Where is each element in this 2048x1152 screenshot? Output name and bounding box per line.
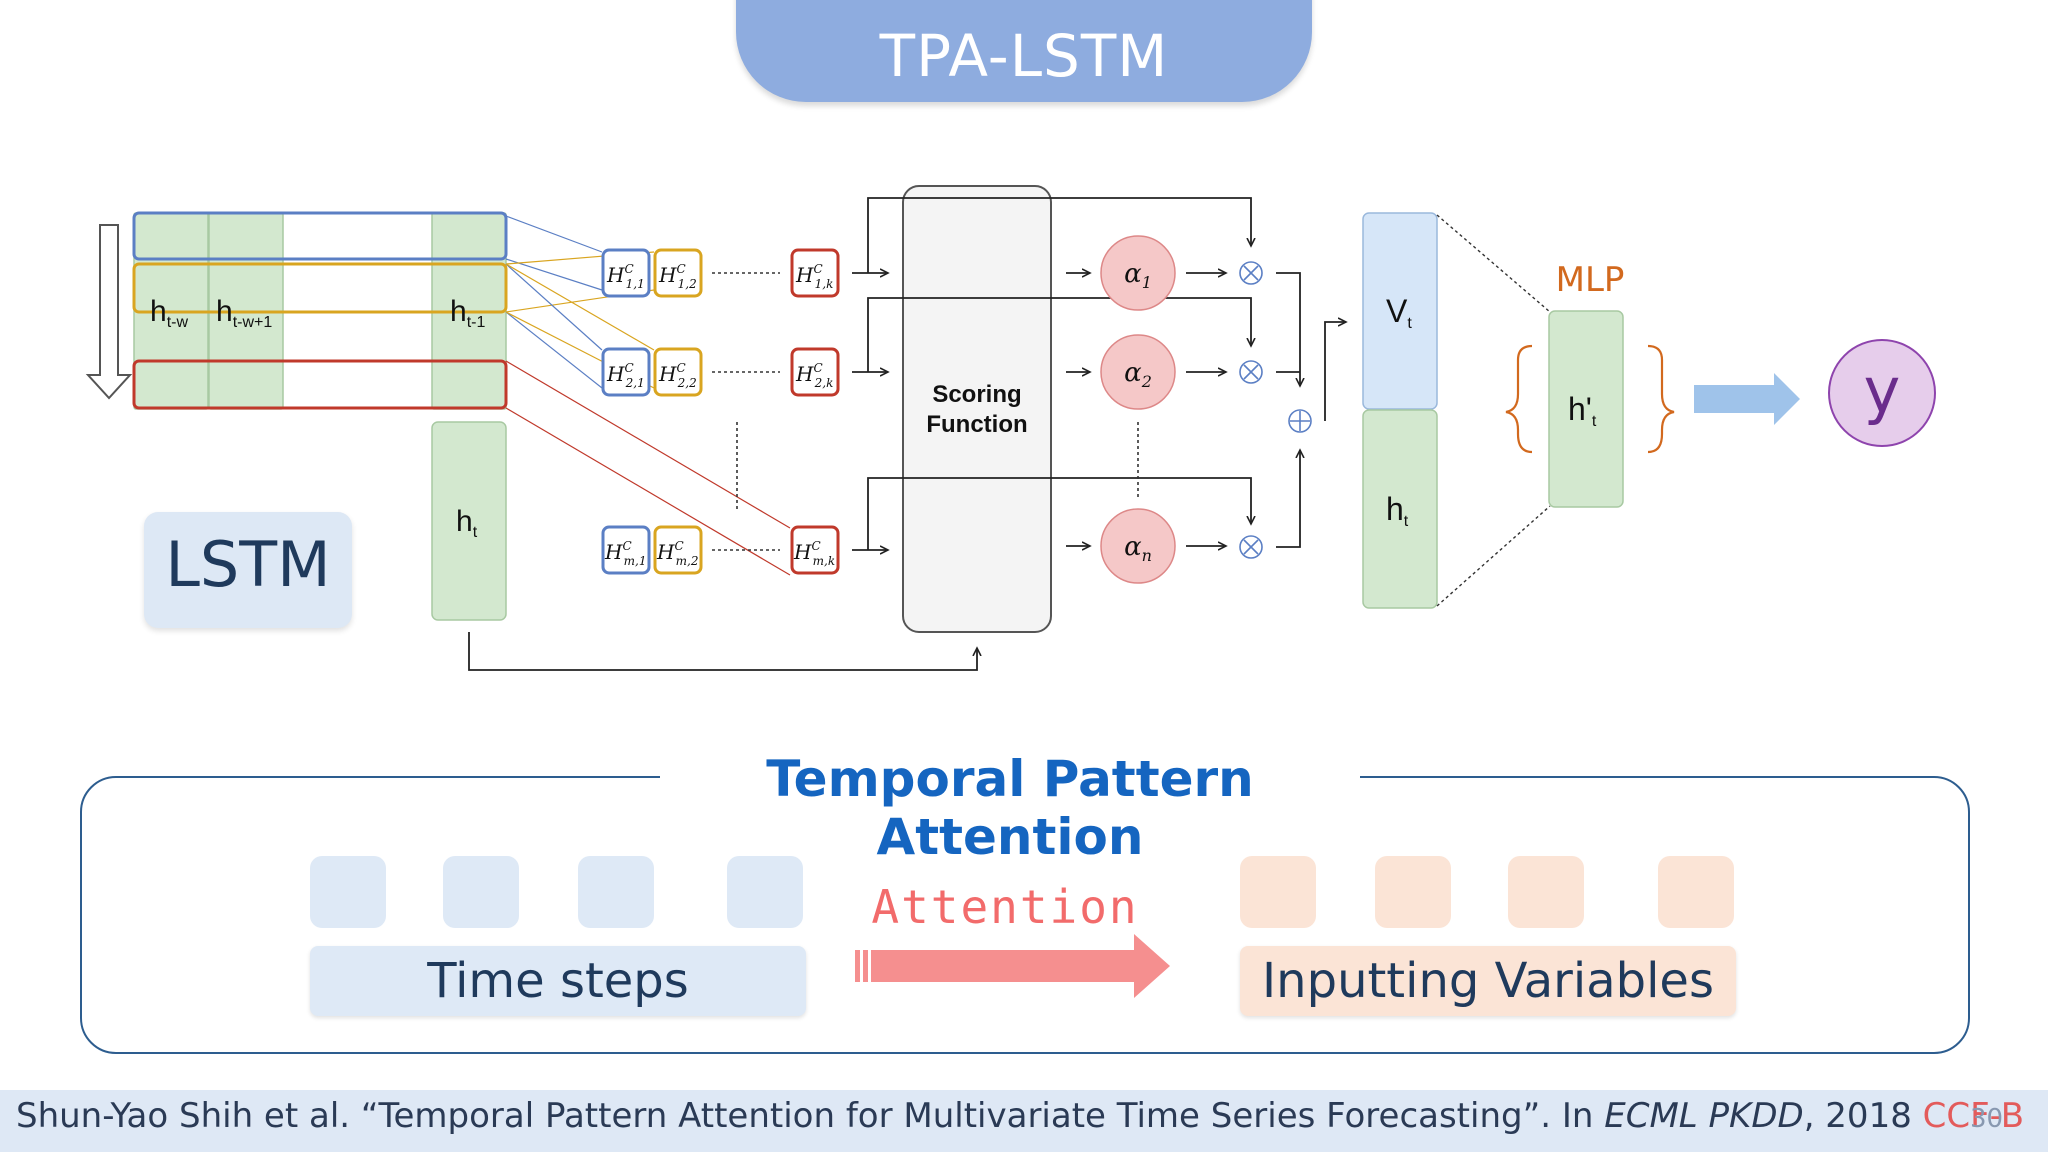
mlp-left-brace bbox=[1505, 344, 1533, 454]
conv-feature-row-1 bbox=[601, 248, 840, 298]
scoring-function-label-1: Scoring bbox=[932, 381, 1021, 408]
output-label: y bbox=[1864, 354, 1901, 427]
current-hidden-state bbox=[431, 421, 507, 621]
hidden-vector-label: ht bbox=[1386, 491, 1409, 530]
conv-feature-row-2 bbox=[601, 347, 840, 397]
alpha-n-label: αn bbox=[1124, 532, 1152, 565]
alpha-2-circle bbox=[1100, 334, 1176, 410]
output-circle bbox=[1828, 339, 1936, 447]
variable-square bbox=[1240, 856, 1316, 928]
context-vector-label: Vt bbox=[1386, 293, 1412, 332]
inputting-variables-bar: Inputting Variables bbox=[1240, 946, 1736, 1016]
row-red bbox=[132, 359, 508, 410]
attention-label: Attention bbox=[871, 880, 1139, 934]
alpha-n-circle bbox=[1100, 508, 1176, 584]
variable-square bbox=[1658, 856, 1734, 928]
alpha-1-circle bbox=[1100, 235, 1176, 311]
page-number: 30 bbox=[1970, 1104, 2004, 1134]
alpha-2-label: α2 bbox=[1124, 358, 1152, 391]
attention-arrow bbox=[855, 934, 1170, 998]
row-yellow bbox=[132, 262, 508, 314]
footer-bar bbox=[0, 1090, 2048, 1152]
alpha-1-label: α1 bbox=[1124, 259, 1152, 292]
slide-title: TPA-LSTM bbox=[879, 22, 1169, 90]
context-vector-box bbox=[1362, 212, 1438, 410]
scoring-function-box bbox=[902, 185, 1052, 633]
h-label-t-w: ht-w bbox=[150, 295, 188, 331]
mlp-hidden-box bbox=[1548, 310, 1624, 508]
time-direction-arrow bbox=[85, 224, 133, 400]
hidden-vector-box bbox=[1362, 409, 1438, 609]
h-label-t-w1: ht-w+1 bbox=[216, 295, 272, 331]
output-arrow bbox=[1694, 373, 1800, 425]
variable-square bbox=[1508, 856, 1584, 928]
variable-square bbox=[1375, 856, 1451, 928]
time-steps-bar: Time steps bbox=[310, 946, 806, 1016]
citation-year: , 2018 bbox=[1803, 1096, 1923, 1136]
time-step-square bbox=[578, 856, 654, 928]
time-step-square bbox=[310, 856, 386, 928]
time-step-square bbox=[443, 856, 519, 928]
conv-feature-row-m bbox=[601, 525, 840, 575]
citation-venue: ECML PKDD bbox=[1604, 1096, 1804, 1136]
mlp-hidden-label: h't bbox=[1568, 391, 1597, 430]
row-blue bbox=[132, 211, 508, 261]
mlp-label: MLP bbox=[1556, 260, 1625, 300]
lstm-box bbox=[144, 512, 352, 628]
h-label-t-1: ht-1 bbox=[450, 295, 485, 331]
citation-rank: CCF-B bbox=[1922, 1096, 2025, 1136]
citation: Shun-Yao Shih et al. “Temporal Pattern A… bbox=[16, 1096, 2024, 1136]
scoring-function-label-2: Function bbox=[926, 411, 1027, 438]
citation-main: Shun-Yao Shih et al. “Temporal Pattern A… bbox=[16, 1096, 1605, 1136]
title-tab bbox=[736, 0, 1312, 102]
current-hidden-label: ht bbox=[456, 505, 478, 541]
time-step-square bbox=[727, 856, 803, 928]
tpa-title: Temporal Pattern Attention bbox=[660, 750, 1360, 866]
lstm-label: LSTM bbox=[165, 528, 331, 601]
mlp-right-brace bbox=[1647, 344, 1675, 454]
